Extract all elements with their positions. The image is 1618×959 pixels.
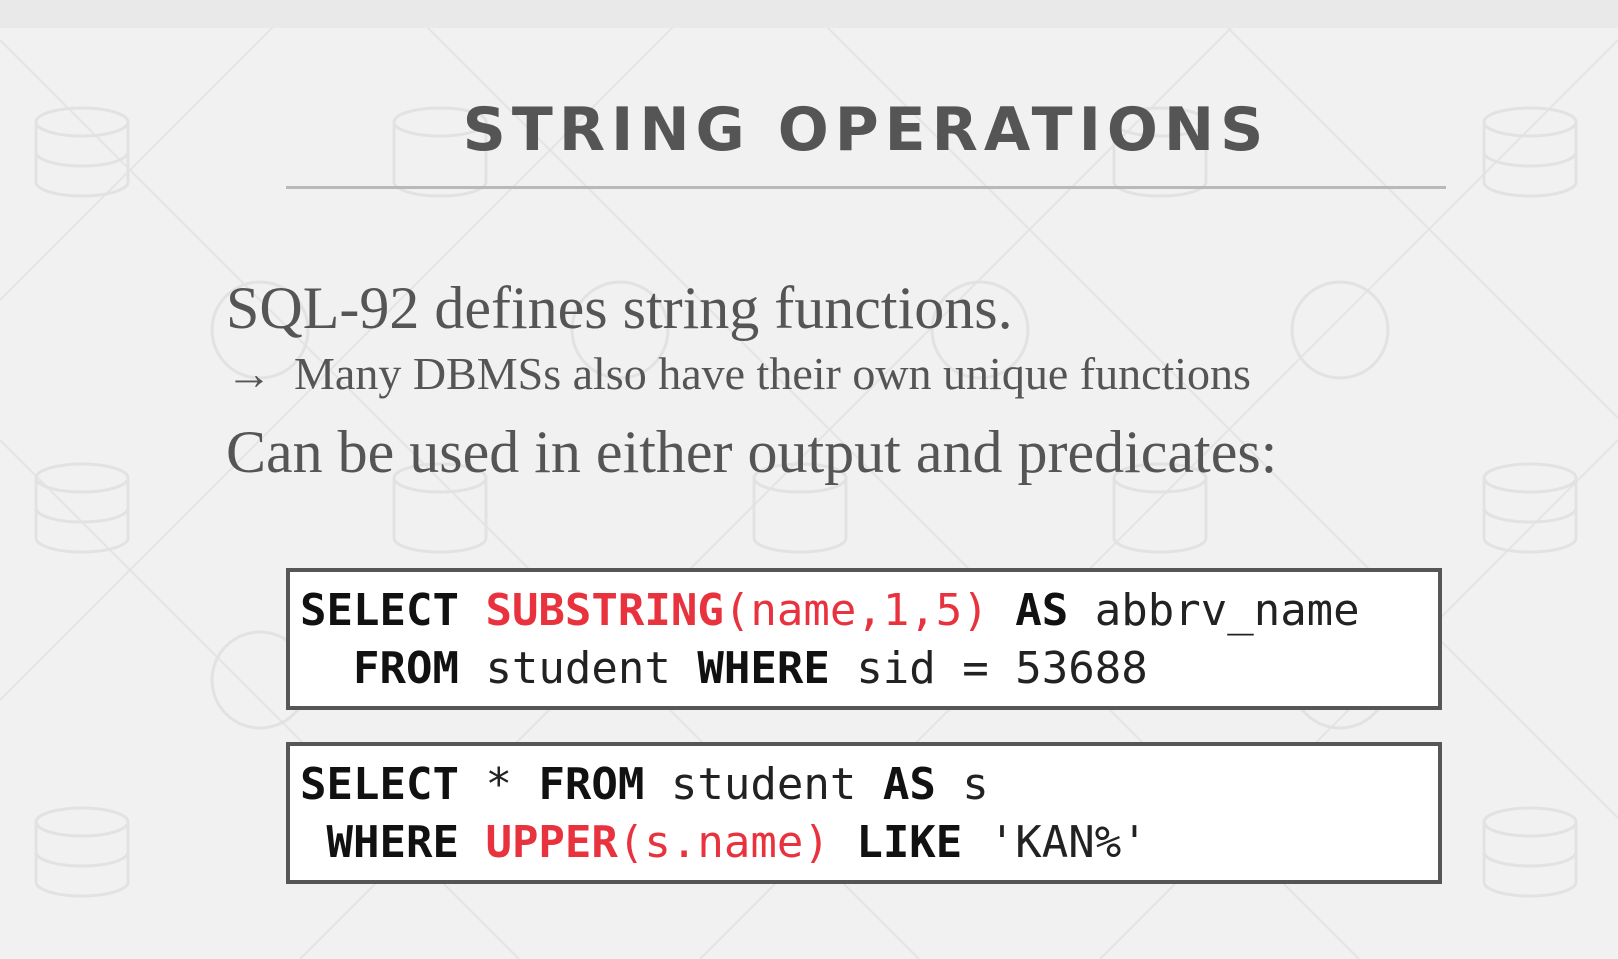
function-args: (s.name) — [617, 817, 830, 868]
keyword-as: AS — [882, 759, 936, 810]
code-block-substring: SELECT SUBSTRING(name,1,5) AS abbrv_name… — [286, 568, 1442, 710]
sub-bullet-dbms: → Many DBMSs also have their own unique f… — [226, 346, 1251, 402]
code-space — [459, 817, 486, 868]
code-line: WHERE UPPER(s.name) LIKE 'KAN%' — [300, 814, 1438, 872]
code-text: 'KAN%' — [962, 817, 1148, 868]
function-args: (name,1,5) — [723, 585, 989, 636]
code-text: student — [458, 643, 698, 694]
code-text: s — [935, 759, 989, 810]
code-block-upper: SELECT * FROM student AS s WHERE UPPER(s… — [286, 742, 1442, 884]
bullet-sql92: SQL-92 defines string functions. — [226, 275, 1013, 341]
arrow-icon: → — [226, 348, 272, 399]
function-upper: UPPER — [485, 817, 618, 868]
function-substring: SUBSTRING — [485, 585, 724, 636]
keyword-from: FROM — [538, 759, 645, 810]
code-text: sid = 53688 — [829, 643, 1148, 694]
code-text: abbrv_name — [1068, 585, 1360, 636]
code-line: SELECT * FROM student AS s — [300, 756, 1438, 814]
keyword-where: WHERE — [326, 817, 459, 868]
sub-bullet-text: Many DBMSs also have their own unique fu… — [294, 348, 1251, 399]
code-text: student — [644, 759, 883, 810]
keyword-as: AS — [1015, 585, 1069, 636]
keyword-where: WHERE — [697, 643, 830, 694]
code-space — [459, 585, 486, 636]
code-line: SELECT SUBSTRING(name,1,5) AS abbrv_name — [300, 582, 1438, 640]
bullet-usage: Can be used in either output and predica… — [226, 419, 1278, 485]
slide-title: STRING OPERATIONS — [462, 95, 1270, 165]
keyword-from: FROM — [352, 643, 459, 694]
code-text: * — [458, 759, 539, 810]
code-line: FROM student WHERE sid = 53688 — [300, 640, 1438, 698]
code-indent — [300, 643, 353, 694]
code-space — [830, 817, 857, 868]
code-space — [989, 585, 1016, 636]
keyword-like: LIKE — [856, 817, 963, 868]
top-strip — [0, 0, 1618, 28]
code-indent — [300, 817, 327, 868]
keyword-select: SELECT — [300, 585, 459, 636]
keyword-select: SELECT — [300, 759, 459, 810]
title-divider — [286, 186, 1446, 189]
